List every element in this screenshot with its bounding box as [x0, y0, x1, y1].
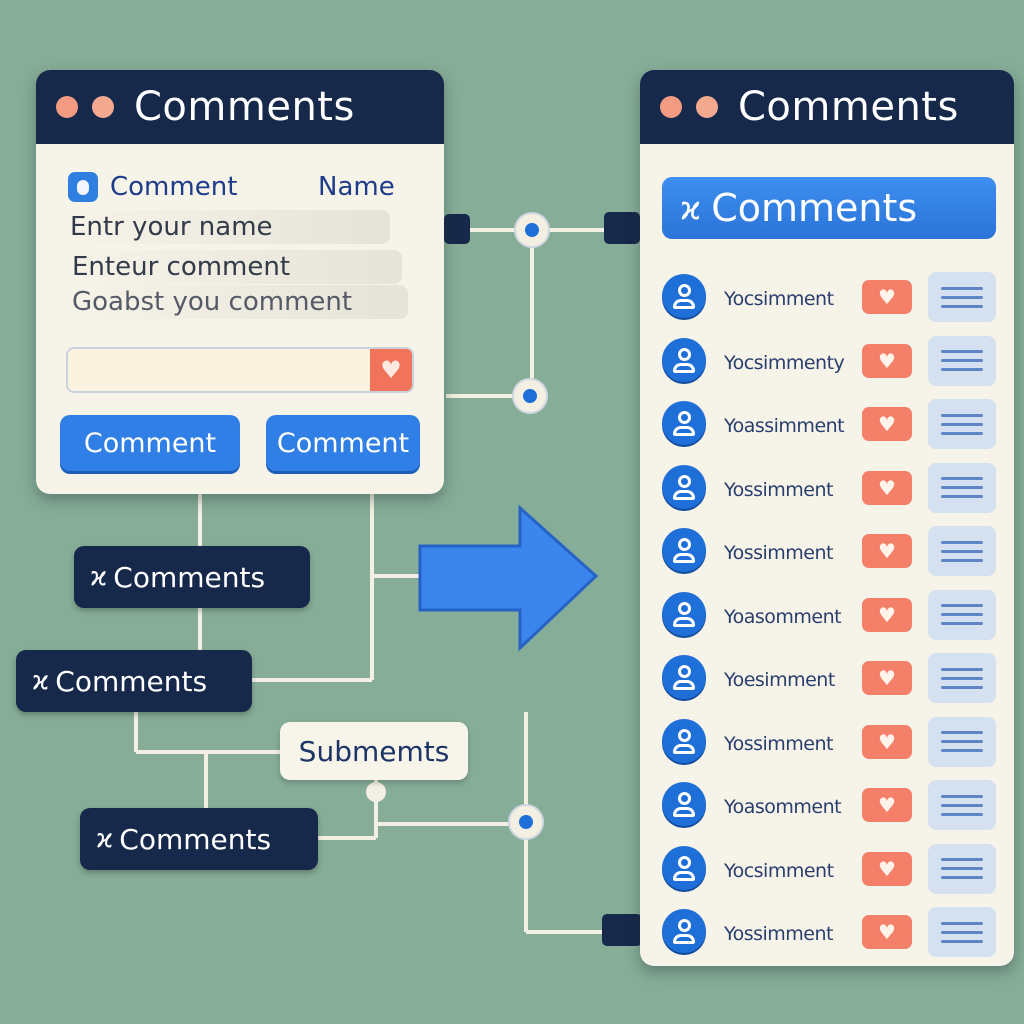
flow-node-label: Comments [119, 822, 272, 856]
comments-header-label: Comments [711, 186, 918, 230]
comment-row[interactable]: Yoasomment ♥ [640, 588, 1014, 644]
user-avatar-icon [662, 528, 706, 572]
user-avatar-icon [662, 274, 706, 318]
bow-icon: ϰ [90, 562, 108, 592]
heart-icon[interactable]: ♥ [862, 915, 912, 949]
comment-button-primary[interactable]: Comment [60, 415, 240, 471]
form-window-title: Comments [134, 84, 355, 130]
heart-icon[interactable]: ♥ [862, 343, 912, 378]
heart-icon[interactable]: ♥ [862, 534, 912, 568]
name-label-row: Name [318, 172, 395, 202]
flow-node-comments-3[interactable]: ϰ Comments [80, 808, 318, 870]
heart-icon[interactable]: ♥ [862, 724, 912, 759]
comment-row-text: Yoesimment [724, 669, 835, 691]
user-avatar-icon [662, 337, 706, 382]
user-avatar-icon [662, 591, 706, 636]
comment-label: Comment [110, 172, 238, 202]
user-avatar-icon [662, 401, 706, 445]
bow-icon: ϰ [680, 189, 702, 227]
bow-icon: ϰ [96, 824, 114, 854]
user-avatar-icon [662, 655, 706, 699]
comment-row-text: Yossimment [724, 478, 833, 501]
flow-node-comments-1[interactable]: ϰ Comments [74, 546, 310, 608]
form-titlebar: Comments [36, 70, 444, 144]
comment-row[interactable]: Yocsimmenty ♥ [640, 334, 1014, 390]
hamburger-icon[interactable] [928, 272, 996, 322]
comment-row-text: Yoasomment [724, 605, 842, 628]
hamburger-icon[interactable] [928, 589, 996, 640]
comment-row-text: Yossimment [724, 923, 833, 945]
hamburger-icon[interactable] [928, 526, 996, 576]
comment-label-row: Comment [68, 172, 237, 202]
window-minimize-dot[interactable] [696, 96, 718, 118]
list-window-title: Comments [738, 84, 959, 130]
comment-form-window: Comments Comment Name Entr your name Ent… [36, 70, 444, 494]
heart-icon[interactable]: ♥ [862, 851, 912, 886]
hamburger-icon[interactable] [928, 399, 996, 449]
comment-row-text: Yoasomment [724, 796, 842, 818]
list-titlebar: Comments [640, 70, 1014, 144]
hamburger-icon[interactable] [928, 780, 996, 830]
heart-icon[interactable]: ♥ [862, 407, 912, 441]
heart-icon[interactable]: ♥ [862, 280, 912, 314]
user-avatar-icon [662, 718, 706, 763]
bow-icon: ϰ [32, 666, 50, 696]
heart-icon[interactable]: ♥ [370, 349, 412, 391]
comment-list-window: Comments ϰ Comments Yocsimment♥Yocsimmen… [640, 70, 1014, 966]
comment-row-text: Yossimment [724, 732, 833, 755]
extra-hint[interactable]: Goabst you comment [72, 285, 408, 319]
flow-node-comments-2[interactable]: ϰ Comments [16, 650, 252, 712]
comment-row-text: Yossimment [724, 542, 833, 564]
window-close-dot[interactable] [56, 96, 78, 118]
heart-icon[interactable]: ♥ [862, 788, 912, 822]
hamburger-icon[interactable] [928, 462, 996, 513]
comment-row[interactable]: Yoesimment ♥ [640, 651, 1014, 707]
comments-header[interactable]: ϰ Comments [662, 177, 996, 239]
flow-arrow-icon [418, 504, 599, 652]
submit-node[interactable]: Submemts [280, 722, 468, 780]
flow-node-label: Comments [113, 560, 266, 594]
comment-row[interactable]: Yossimment ♥ [640, 715, 1014, 771]
window-minimize-dot[interactable] [92, 96, 114, 118]
heart-icon[interactable]: ♥ [862, 661, 912, 695]
flow-node-label: Comments [55, 664, 208, 698]
comment-hint[interactable]: Enteur comment [72, 250, 402, 284]
heart-icon[interactable]: ♥ [862, 597, 912, 632]
comment-input[interactable]: ♥ [66, 347, 414, 393]
comment-button-secondary[interactable]: Comment [266, 415, 420, 471]
user-avatar-icon [662, 909, 706, 953]
comment-row[interactable]: Yocsimment ♥ [640, 842, 1014, 898]
comment-row[interactable]: Yossimment ♥ [640, 524, 1014, 580]
comment-row[interactable]: Yossimment ♥ [640, 461, 1014, 517]
user-avatar-icon [662, 845, 706, 890]
name-label: Name [318, 172, 395, 202]
comment-row-text: Yocsimment [724, 288, 834, 310]
comment-row-text: Yocsimment [724, 859, 834, 882]
heart-icon[interactable]: ♥ [862, 470, 912, 505]
comment-row[interactable]: Yossimment ♥ [640, 905, 1014, 961]
hamburger-icon[interactable] [928, 335, 996, 386]
comment-row-text: Yoassimment [724, 415, 845, 437]
hamburger-icon[interactable] [928, 843, 996, 894]
comment-row-text: Yocsimmenty [724, 351, 845, 374]
comment-row[interactable]: Yoasomment ♥ [640, 778, 1014, 834]
user-avatar-icon [662, 464, 706, 509]
hamburger-icon[interactable] [928, 907, 996, 957]
comment-icon [68, 172, 98, 202]
name-hint[interactable]: Entr your name [70, 210, 390, 244]
window-close-dot[interactable] [660, 96, 682, 118]
comment-row[interactable]: Yoassimment ♥ [640, 397, 1014, 453]
comment-row[interactable]: Yocsimment ♥ [640, 270, 1014, 326]
hamburger-icon[interactable] [928, 653, 996, 703]
user-avatar-icon [662, 782, 706, 826]
hamburger-icon[interactable] [928, 716, 996, 767]
